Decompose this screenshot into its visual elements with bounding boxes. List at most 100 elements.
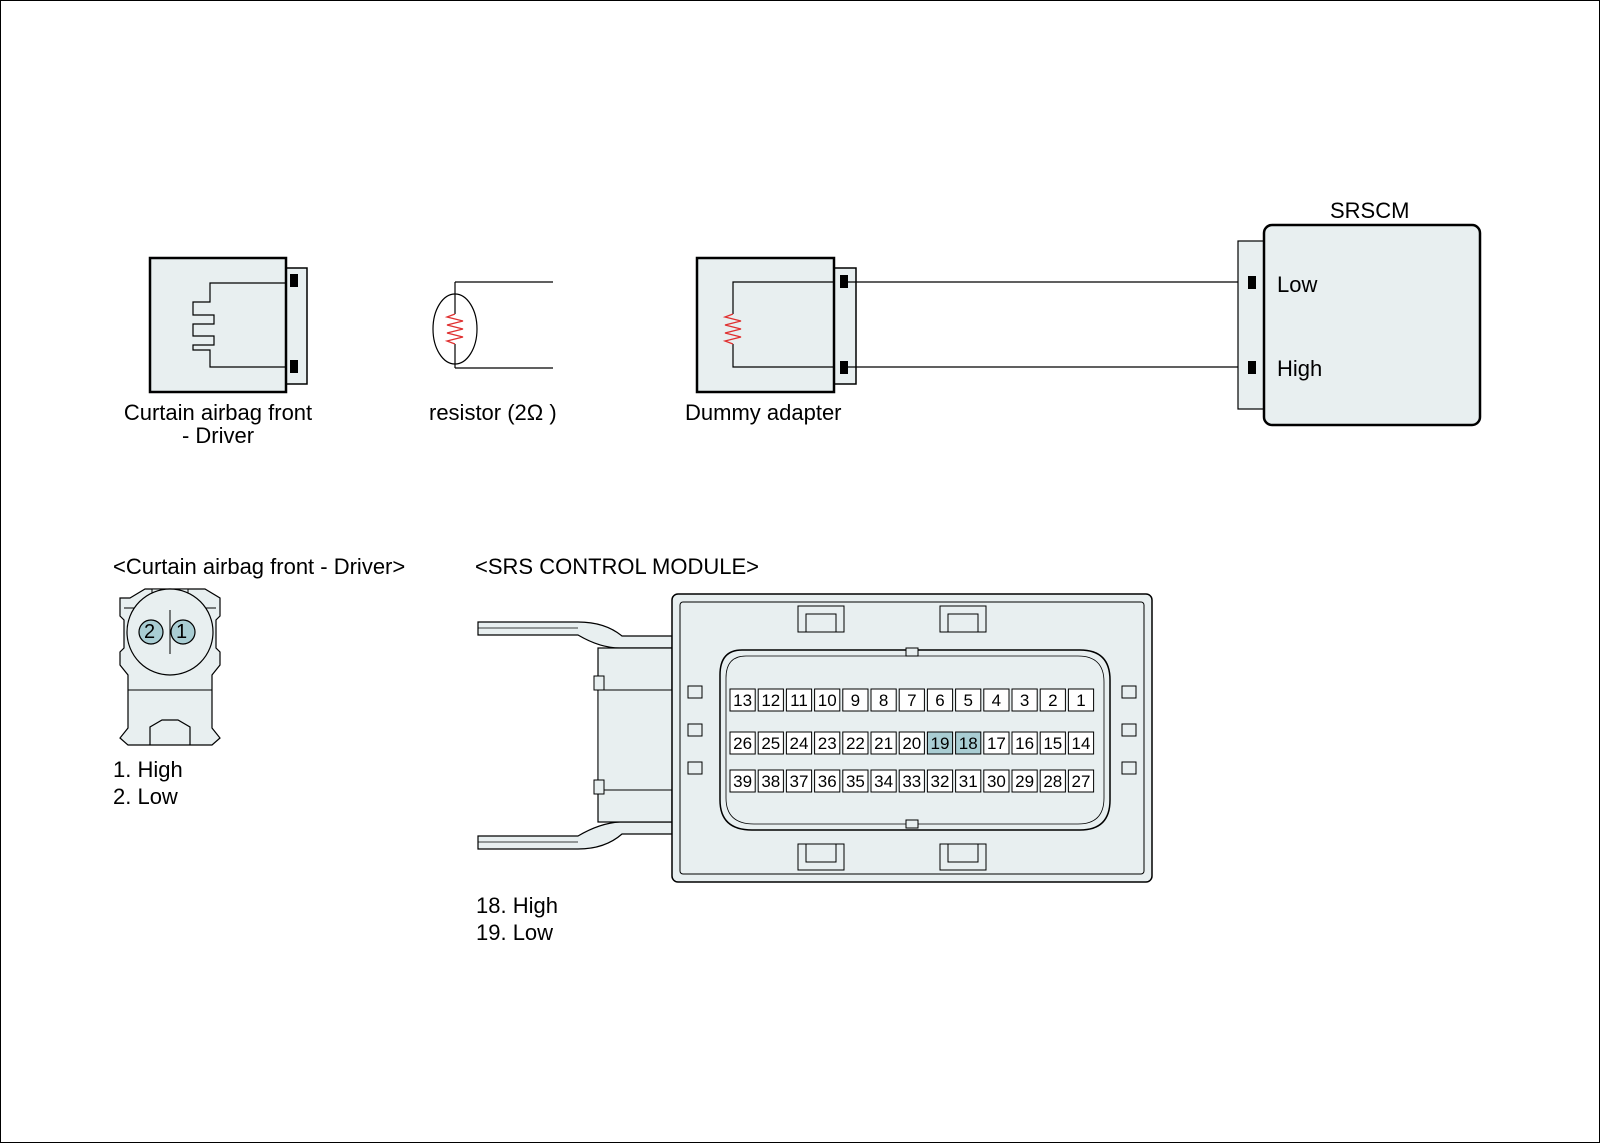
srs-pin-cell — [729, 731, 756, 755]
srs-pin-cell — [983, 688, 1010, 712]
resistor-symbol — [432, 281, 553, 369]
srscm-module — [1237, 223, 1482, 427]
srs-pin-label: 35 — [846, 772, 865, 791]
srs-pin-cell — [983, 731, 1010, 755]
curtain-pinout-title: <Curtain airbag front - Driver> — [113, 554, 406, 579]
srs-pin-label: 34 — [874, 772, 893, 791]
srs-pin-cell — [1011, 731, 1038, 755]
srs-pin-label: 28 — [1043, 772, 1062, 791]
srscm-title: SRSCM — [1330, 198, 1410, 223]
srs-pin-cell — [814, 769, 841, 793]
curtain-pin-1-label: 1 — [176, 621, 188, 643]
curtain-pin-2-label: 2 — [144, 621, 156, 643]
curtain-legend-2: 2. Low — [113, 784, 178, 809]
srs-pin-label: 2 — [1048, 691, 1057, 710]
srs-pin-label: 11 — [790, 691, 808, 710]
srs-pin-label: 30 — [987, 772, 1006, 791]
srs-pin-label: 19 — [931, 734, 950, 753]
srs-pin-cell — [1011, 769, 1038, 793]
srs-pin-label: 7 — [907, 691, 916, 710]
srs-pin-cell — [842, 688, 869, 712]
srs-pin-label: 22 — [846, 734, 865, 753]
srs-pin-label: 13 — [733, 691, 752, 710]
srs-pin-cell — [729, 769, 756, 793]
srs-pin-label: 32 — [931, 772, 950, 791]
srs-pin-label: 12 — [761, 691, 780, 710]
srs-pin-cell — [1039, 688, 1066, 712]
srs-pin-label: 29 — [1015, 772, 1034, 791]
srs-pin-cell — [1067, 731, 1095, 755]
srs-pin-label: 21 — [874, 734, 893, 753]
srs-pin-label: 39 — [733, 772, 752, 791]
srs-pin-label: 1 — [1076, 691, 1085, 710]
srscm-low-label: Low — [1277, 272, 1318, 297]
srs-pin-label: 38 — [761, 772, 780, 791]
srs-pin-cell — [926, 769, 954, 793]
srs-pin-cell — [1067, 688, 1095, 712]
srs-pin-label: 23 — [818, 734, 837, 753]
srs-pin-cell — [757, 731, 784, 755]
srs-pin-label: 25 — [761, 734, 780, 753]
srscm-high-label: High — [1277, 356, 1323, 381]
srs-pin-cell — [842, 769, 869, 793]
srs-pin-label: 18 — [959, 734, 978, 753]
srs-pin-label: 33 — [902, 772, 921, 791]
srs-pin-cell — [785, 769, 813, 793]
srs-pin-cell — [814, 731, 841, 755]
curtain-pinout-connector — [119, 588, 221, 746]
srs-pin-cell — [729, 688, 756, 712]
srs-pin-cell — [926, 731, 954, 755]
curtain-airbag-connector — [148, 256, 308, 394]
srs-pin-label: 26 — [733, 734, 752, 753]
srs-pin-label: 37 — [790, 772, 809, 791]
srs-pin-cell — [757, 769, 784, 793]
srs-pin-label: 14 — [1072, 734, 1091, 753]
srs-pin-cell — [757, 688, 784, 712]
srs-pin-label: 8 — [879, 691, 888, 710]
srs-pin-label: 3 — [1020, 691, 1029, 710]
curtain-connector-caption-2: - Driver — [181, 423, 255, 448]
dummy-adapter — [695, 256, 857, 394]
srs-pin-cell — [955, 731, 982, 755]
resistor-caption: resistor (2Ω ) — [429, 400, 557, 425]
srs-pin-cell — [898, 769, 925, 793]
srs-pin-cell — [898, 688, 925, 712]
curtain-legend-1: 1. High — [113, 757, 183, 782]
srs-pin-label: 20 — [902, 734, 921, 753]
srs-pin-label: 27 — [1072, 772, 1091, 791]
srs-pin-cell — [1067, 769, 1095, 793]
srs-pin-label: 10 — [818, 691, 837, 710]
srs-legend-1: 18. High — [476, 893, 558, 918]
srs-pin-cell — [785, 688, 813, 712]
srs-pin-label: 36 — [818, 772, 837, 791]
srs-pin-cell — [785, 731, 813, 755]
srs-pin-cell — [1039, 731, 1066, 755]
srs-pin-cell — [870, 769, 897, 793]
srs-pin-cell — [814, 688, 841, 712]
srs-pin-cell — [898, 731, 925, 755]
srs-pin-label: 17 — [987, 734, 1006, 753]
curtain-connector-caption-1: Curtain airbag front — [123, 400, 313, 425]
srs-pin-label: 15 — [1043, 734, 1062, 753]
srs-pin-cell — [870, 731, 897, 755]
srs-pin-label: 9 — [851, 691, 860, 710]
dummy-adapter-caption: Dummy adapter — [685, 400, 842, 425]
srs-pin-cell — [955, 769, 982, 793]
srs-legend-2: 19. Low — [476, 920, 554, 945]
srs-pin-cell — [983, 769, 1010, 793]
srs-pin-cell — [955, 688, 982, 712]
srs-pin-cell — [842, 731, 869, 755]
srs-pin-cell — [870, 688, 897, 712]
srs-pin-label: 24 — [790, 734, 809, 753]
srs-pin-cell — [1039, 769, 1066, 793]
srs-pin-label: 31 — [959, 772, 978, 791]
srs-pin-cell — [1011, 688, 1038, 712]
srs-pin-label: 4 — [992, 691, 1001, 710]
srs-pin-label: 5 — [963, 691, 972, 710]
srs-pin-cell — [926, 688, 954, 712]
srs-pin-label: 16 — [1015, 734, 1034, 753]
srs-pin-label: 6 — [935, 691, 944, 710]
